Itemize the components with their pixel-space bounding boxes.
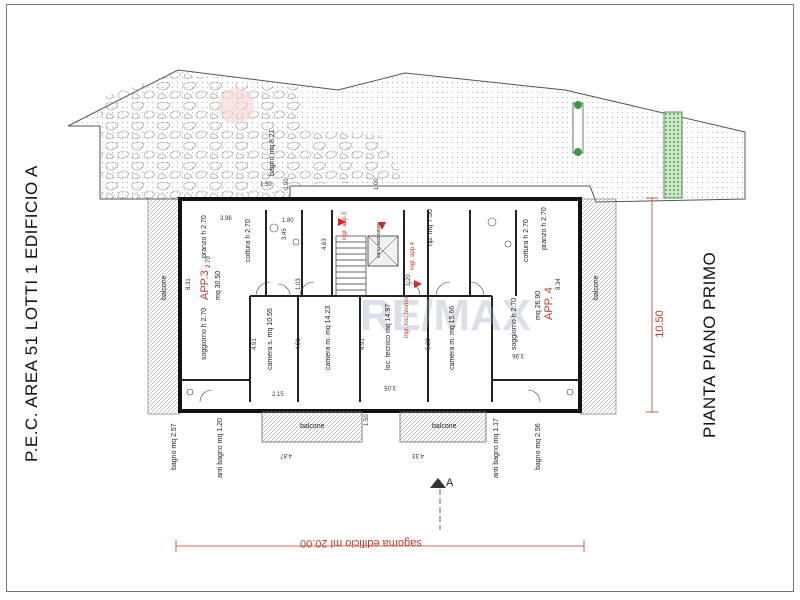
label-cottura4: cottura h 2.70	[523, 219, 530, 262]
entrance-labels: ingr. app.3 ingr. app.4 ingr. loc. tecni…	[342, 211, 416, 338]
label-antibagno-bl: anti bagno mq 1.20	[217, 418, 224, 478]
dimension-value: 4.91	[360, 338, 366, 350]
label-rip3: rip. mq 7.50	[427, 209, 434, 246]
dimension-value: 2.70	[206, 256, 212, 268]
label-bagno-top: bagno mq 8.21	[269, 129, 276, 176]
watermark-balloon	[218, 88, 254, 124]
label-balcone-b2: balcone	[432, 423, 457, 430]
label-pranzo4: pranzo h 2.70	[541, 207, 548, 250]
label-pranzo3: pranzo h 2.70	[201, 215, 208, 258]
section-mark: A	[446, 477, 454, 489]
label-app4: APP. 4	[543, 287, 555, 320]
label-app4-sub: mq 26.90	[535, 291, 542, 320]
label-camera-s: camera s. mq 10.55	[267, 308, 274, 370]
terrace-left	[147, 198, 181, 415]
label-soggiorno3: soggiorno h 2.70	[201, 308, 208, 360]
dimension-value: 2.15	[272, 392, 284, 398]
sanitary-fixtures	[186, 217, 574, 396]
dimension-value: 1.20	[406, 274, 412, 286]
dimension-value: 4.33	[412, 452, 424, 458]
dimension-value: 4.91	[252, 338, 258, 350]
dimension-value: 1.03	[296, 278, 302, 290]
ingr-loc-text: ingr. loc. tecnico	[404, 294, 410, 338]
label-elevator: vano ascensore	[376, 222, 382, 258]
label-balcone-r: balcone	[593, 275, 600, 300]
plant-icon	[574, 101, 582, 109]
height-dimension: 10.50	[653, 310, 666, 338]
staircase	[335, 235, 367, 297]
dimension-numbers: 3.96 8.31 4.91 4.91 4.91 5.22 8.34 3.96 3.05 2.15…	[186, 178, 562, 458]
ingr-app4-text: ingr. app.4	[410, 241, 416, 270]
stone-wall	[100, 72, 405, 199]
label-camera-m2: camera m. mq 15.66	[449, 306, 456, 370]
plant-icon-2	[574, 148, 582, 156]
terrace-right	[579, 198, 617, 415]
label-app3: APP.3	[199, 270, 211, 300]
label-balcone-l: balcone	[161, 275, 168, 300]
balcony-bottom-1	[261, 411, 363, 443]
dimension-value: 8.31	[186, 278, 192, 290]
label-soggiorno4: soggiorno h 2.70	[511, 298, 518, 350]
dimension-value: 1.80	[282, 218, 294, 224]
label-camera-m1: camera m. mq 14.23	[325, 306, 332, 370]
dimension-value: 3.96	[220, 216, 232, 222]
hedge	[663, 111, 683, 199]
dimension-value: 5.22	[426, 338, 432, 350]
interior-walls	[180, 210, 580, 402]
arrow-ingr-app3	[338, 218, 346, 226]
dimension-value: 1.50	[260, 182, 272, 188]
drawing-title: P.E.C. AREA 51 LOTTI 1 EDIFICIO A	[22, 165, 41, 462]
drawing-frame	[6, 4, 794, 592]
label-loc-tecnico: loc. tecnico mq 14.97	[385, 304, 392, 370]
plan-title: PIANTA PIANO PRIMO	[700, 251, 719, 438]
dimension-value: 3.45	[282, 228, 288, 240]
dimension-value: 1.50	[364, 414, 370, 426]
watermark-text: RE/MAX	[360, 291, 531, 340]
ingr-app3-text: ingr. app.3	[342, 211, 348, 240]
label-cottura3: cottura h 2.70	[245, 219, 252, 262]
dimension-value: 3.05	[384, 384, 396, 390]
dimension-value: 4.91	[296, 338, 302, 350]
dimension-value: 4.87	[280, 452, 292, 458]
label-balcone-b1: balcone	[300, 423, 325, 430]
label-app3-sub: mq 30.50	[215, 271, 222, 300]
building-outline	[178, 197, 582, 413]
label-bagno-bl: bagno mq 2.57	[171, 423, 178, 470]
dimension-value: 3.96	[512, 352, 524, 358]
planter	[572, 102, 584, 154]
dimension-value: 4.63	[322, 238, 328, 250]
dimension-value: 8.34	[556, 278, 562, 290]
section-arrow-a	[430, 478, 446, 488]
label-antibagno-br: anti bagno mq 1.17	[493, 418, 500, 478]
label-bagno-br: bagno mq 2.56	[535, 423, 542, 470]
dimension-value: 0.90	[284, 178, 290, 190]
dimension-value: 1.00	[374, 178, 380, 190]
balcony-bottom-2	[399, 411, 487, 443]
arrow-ingr-app4	[414, 280, 422, 288]
arrow-ingr-loc	[378, 222, 386, 230]
room-labels: APP.3 mq 30.50 APP. 4 mq 26.90 soggiorno…	[161, 129, 600, 478]
width-dimension: sagoma edificio ml 20.00	[300, 537, 422, 549]
